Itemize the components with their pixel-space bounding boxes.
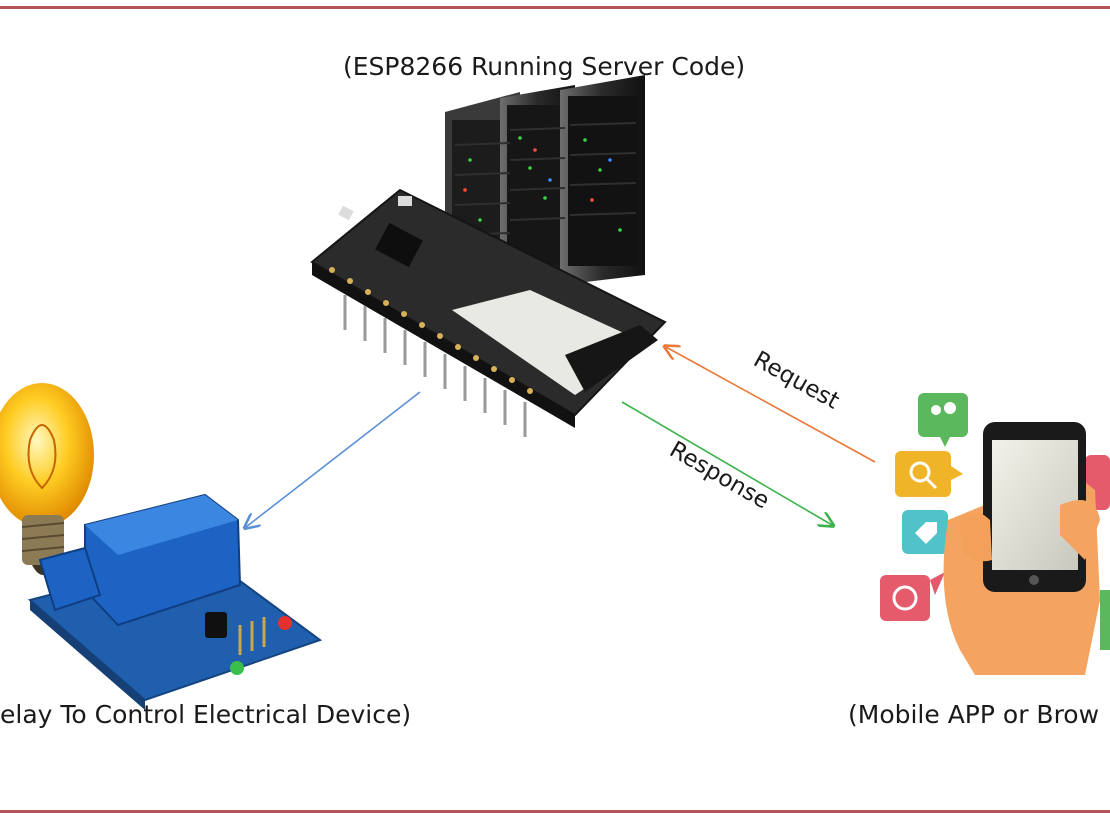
request-label: Request [749, 347, 843, 415]
relay-control-arrow [246, 391, 421, 527]
request-arrow [666, 347, 876, 463]
relay-module-icon [27, 493, 323, 710]
relay-caption: elay To Control Electrical Device) [0, 700, 412, 729]
light-bulb-icon [0, 383, 94, 575]
response-label: Response [665, 437, 774, 515]
esp8266-board-icon [310, 188, 667, 437]
response-arrow [621, 401, 832, 525]
partial-app-icon-green [1100, 590, 1110, 650]
mobile-caption: (Mobile APP or Brow [848, 700, 1100, 729]
top-border [0, 6, 1110, 9]
app-icons-cluster [880, 393, 1110, 650]
server-caption: (ESP8266 Running Server Code) [343, 52, 746, 81]
contacts-app-icon [918, 393, 968, 447]
search-app-icon [895, 451, 963, 497]
phone-app-icon [880, 572, 945, 621]
bottom-border [0, 810, 1110, 813]
smartphone-icon [943, 422, 1100, 675]
